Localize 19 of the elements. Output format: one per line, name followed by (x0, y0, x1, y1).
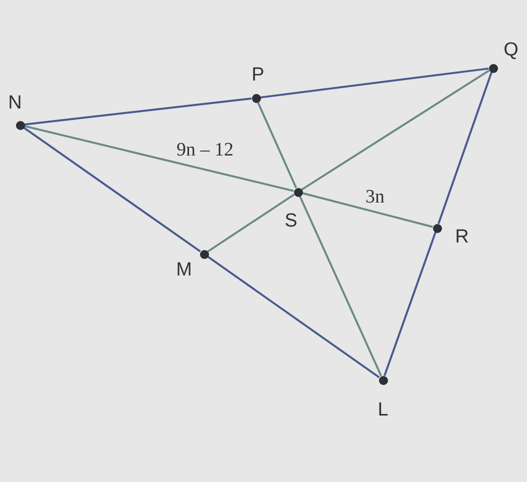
point-label: S (284, 212, 298, 230)
point-label: Q (504, 40, 518, 60)
point-label: P (252, 66, 264, 84)
line-segment (260, 68, 489, 98)
line-segment (256, 102, 298, 188)
line-segment (298, 196, 382, 376)
point-label: M (176, 260, 192, 280)
line-segment (207, 256, 380, 378)
point-label: L (378, 400, 388, 420)
line-segment (302, 192, 433, 228)
line-segment (301, 70, 490, 190)
point-label: N (8, 94, 22, 112)
line-segment (24, 125, 294, 192)
line-segment (207, 194, 295, 252)
line-segment (23, 126, 201, 252)
line-segment (438, 72, 492, 224)
line-segment (384, 232, 436, 376)
line-segment (24, 98, 252, 126)
point-label: R (455, 228, 469, 246)
